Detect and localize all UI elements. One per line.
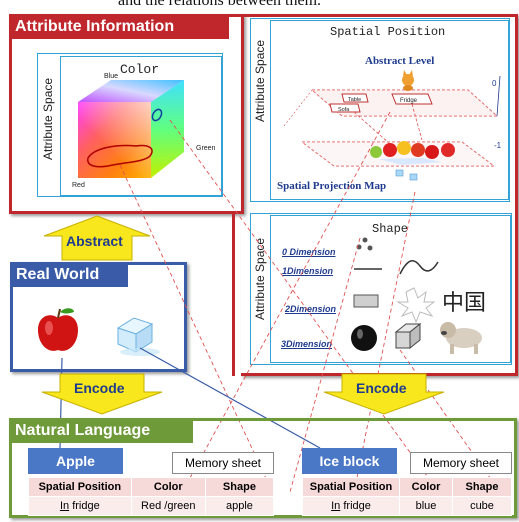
spatial-diagram: Table Sofa Fridge 0 -1 — [283, 70, 502, 181]
svg-text:Table: Table — [348, 97, 361, 103]
apple-header-color: Color — [130, 477, 206, 497]
abstract-label: Abstract — [66, 233, 123, 249]
top-caption: and the relations between them. — [118, 0, 322, 9]
color-inner — [60, 56, 222, 196]
ice-value-position: In fridge — [302, 496, 400, 516]
apple-header-shape: Shape — [204, 477, 275, 497]
spatial-panel — [250, 18, 510, 202]
ice-header-color: Color — [399, 477, 453, 497]
chinese-text: 中国 — [442, 291, 486, 316]
attribute-information-frame-left-lower — [232, 211, 244, 376]
dim-3: 3Dimension — [281, 339, 333, 349]
ice-block-label: Ice block — [302, 448, 397, 474]
tick-zero: 0 — [492, 79, 497, 88]
item-table: Table — [341, 93, 369, 103]
abstract-level-label: Abstract Level — [365, 55, 435, 67]
dim-0: 0 Dimension — [282, 247, 336, 257]
apple-value-color: Red /green — [130, 496, 206, 516]
shape-title: Shape — [372, 222, 409, 236]
ice-memory-sheet: Memory sheet — [410, 452, 512, 474]
ice-attribute-table: Spatial Position Color Shape In fridge b… — [302, 477, 512, 516]
real-ice-icon — [116, 317, 160, 356]
ice-position-prefix: In — [331, 500, 341, 512]
corner-green-label: Green — [196, 145, 216, 152]
attribute-information-title: Attribute Information — [9, 14, 229, 39]
apple-value-position: In fridge — [28, 496, 132, 516]
ice-cube-small-2 — [409, 173, 418, 181]
item-fridge: Fridge — [391, 93, 433, 105]
tick-neg1: -1 — [494, 141, 502, 150]
apple-memory-sheet: Memory sheet — [172, 452, 274, 474]
encode-left-label: Encode — [74, 380, 125, 396]
apple-position-value: fridge — [72, 500, 100, 512]
ice-header-shape: Shape — [452, 477, 512, 497]
ice-value-color: blue — [399, 496, 453, 516]
color-cube: Blue Green Red — [72, 73, 216, 189]
rectangle-icon — [353, 294, 379, 308]
cat-icon — [402, 70, 414, 91]
abstract-arrow — [43, 215, 151, 261]
ice-cube-small — [395, 169, 404, 177]
cube-icon — [394, 322, 422, 350]
corner-red-label: Red — [72, 182, 85, 189]
ice-position-value: fridge — [343, 500, 371, 512]
corner-blue-label: Blue — [104, 73, 118, 80]
curve-icon — [399, 260, 439, 275]
shape-inner — [270, 215, 511, 363]
apple-label: Apple — [28, 448, 123, 474]
ice-header-position: Spatial Position — [302, 477, 400, 497]
item-sofa: Sofa — [329, 103, 361, 113]
natural-language-frame — [9, 418, 517, 518]
color-title: Color — [120, 62, 160, 77]
natural-language-title: Natural Language — [9, 418, 193, 443]
svg-text:Fridge: Fridge — [400, 98, 418, 104]
real-world-title: Real World — [10, 262, 128, 287]
apple-header-position: Spatial Position — [28, 477, 132, 497]
apple-silhouette-icon — [351, 325, 377, 351]
spatial-inner — [270, 20, 509, 200]
ice-value-shape: cube — [452, 496, 512, 516]
encode-right-arrow — [323, 373, 445, 415]
svg-text:Sofa: Sofa — [338, 107, 350, 113]
fruit-cluster-icon — [370, 141, 455, 165]
apple-attribute-table: Spatial Position Color Shape In fridge R… — [28, 477, 275, 516]
dog-icon — [440, 322, 482, 354]
dim-2: 2Dimension — [285, 304, 337, 314]
shape-glyphs: 中国 — [351, 237, 486, 354]
encode-right-label: Encode — [356, 380, 407, 396]
apple-position-prefix: In — [59, 500, 70, 512]
projection-map-label: Spatial Projection Map — [277, 180, 387, 192]
encode-left-arrow — [41, 373, 163, 415]
spatial-title: Spatial Position — [330, 25, 446, 39]
real-apple-icon — [38, 308, 78, 351]
leaf-icon — [396, 287, 436, 324]
apple-value-shape: apple — [204, 496, 275, 516]
dim-1: 1Dimension — [282, 266, 334, 276]
